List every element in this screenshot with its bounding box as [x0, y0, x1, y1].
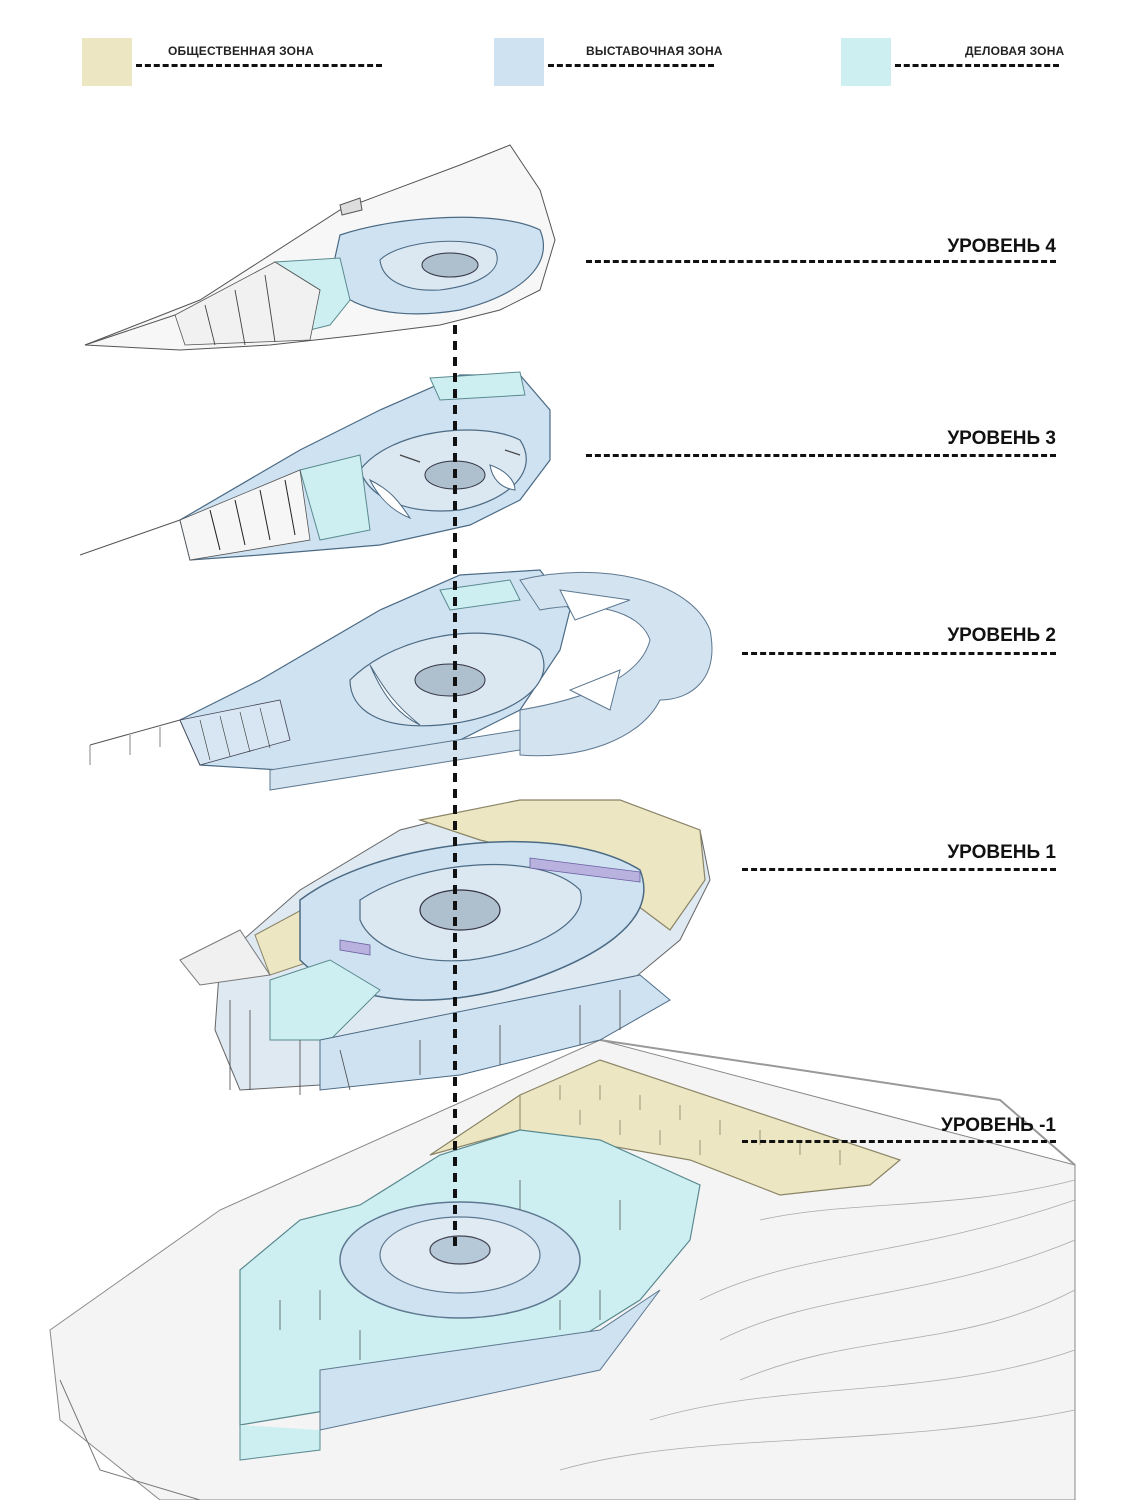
level-line-4 — [586, 260, 1056, 263]
legend-swatch-exhibition — [494, 38, 544, 86]
level-line-3 — [586, 454, 1056, 457]
legend-label-business: ДЕЛОВАЯ ЗОНА — [965, 44, 1065, 58]
legend-line-exhibition — [548, 64, 714, 67]
legend-swatch-public — [82, 38, 132, 86]
level-3-plan — [79, 371, 551, 561]
level-label-1: УРОВЕНЬ 1 — [947, 842, 1056, 863]
legend-label-public: ОБЩЕСТВЕННАЯ ЗОНА — [168, 44, 314, 58]
level-1-plan — [179, 799, 711, 1095]
level-2-plan — [89, 569, 713, 791]
level-label-2: УРОВЕНЬ 2 — [947, 625, 1056, 646]
legend-exhibition: ВЫСТАВОЧНАЯ ЗОНА — [494, 38, 722, 86]
legend-business: ДЕЛОВАЯ ЗОНА — [841, 38, 1065, 86]
legend-line-business — [895, 64, 1059, 67]
level-line-minus1 — [742, 1140, 1056, 1143]
legend-public: ОБЩЕСТВЕННАЯ ЗОНА — [82, 38, 382, 86]
level-minus1-plan — [49, 1039, 1076, 1500]
legend-swatch-business — [841, 38, 891, 86]
legend-label-exhibition: ВЫСТАВОЧНАЯ ЗОНА — [586, 44, 723, 58]
level-line-2 — [742, 652, 1056, 655]
level-label-3: УРОВЕНЬ 3 — [947, 428, 1056, 449]
level-4-plan — [84, 144, 556, 351]
legend-line-public — [136, 64, 382, 67]
level-label-minus1: УРОВЕНЬ -1 — [941, 1115, 1056, 1136]
level-line-1 — [742, 868, 1056, 871]
level-label-4: УРОВЕНЬ 4 — [947, 236, 1056, 257]
